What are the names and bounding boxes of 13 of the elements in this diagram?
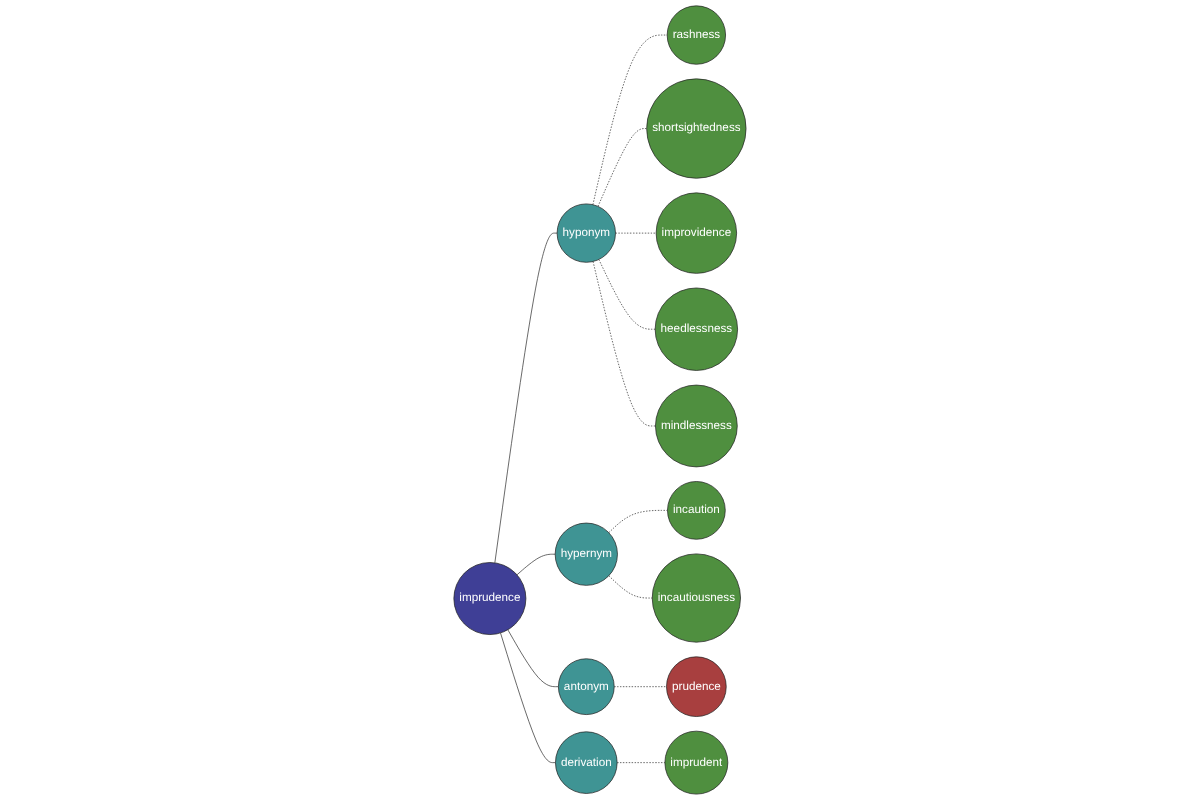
connector — [616, 762, 666, 763]
connector — [608, 575, 653, 599]
connector — [592, 261, 656, 427]
connector — [597, 128, 648, 207]
connector — [598, 259, 656, 330]
connector — [613, 686, 667, 688]
connector — [507, 629, 559, 688]
connector — [516, 553, 556, 576]
connector — [592, 34, 668, 206]
connector — [500, 632, 556, 763]
connector — [615, 232, 657, 234]
connector — [608, 510, 668, 534]
connector — [494, 232, 558, 564]
